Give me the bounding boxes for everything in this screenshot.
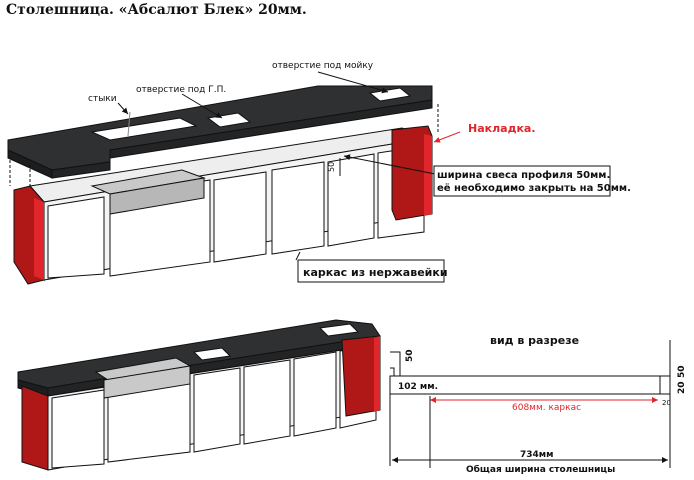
profile-note-line2: её необходимо закрыть на 50мм. bbox=[437, 182, 631, 194]
dim-frame: 608мм. каркас bbox=[512, 403, 581, 413]
frame-label-box: каркас из нержавейки bbox=[297, 259, 448, 283]
cooktop-hole-assembled bbox=[192, 347, 232, 361]
dim-102: 102 мм. bbox=[398, 382, 438, 392]
label-cooktop-hole: отверстие под Г.П. bbox=[136, 85, 226, 95]
section-view: вид в разрезе 50 102 мм. 608мм. каркас 2… bbox=[389, 334, 687, 475]
dim-50-right: 50 bbox=[677, 365, 687, 378]
dim-50-vertical: 50 bbox=[405, 349, 415, 362]
cutout-notch bbox=[90, 117, 198, 141]
profile-note-line1: ширина свеса профиля 50мм. bbox=[437, 169, 610, 181]
dim-20-right: 20 bbox=[677, 381, 687, 394]
overlay-left-assembled bbox=[21, 385, 49, 471]
label-joints: стыки bbox=[88, 94, 117, 104]
bottom-assembly bbox=[17, 319, 381, 471]
section-title: вид в разрезе bbox=[490, 334, 579, 347]
sink-hole bbox=[368, 87, 412, 102]
page-title: Столешница. «Абсалют Блек» 20мм. bbox=[6, 2, 307, 18]
dim-total: 734мм bbox=[520, 450, 554, 460]
total-caption: Общая ширина столешницы bbox=[466, 464, 615, 475]
joint-line bbox=[127, 111, 131, 137]
label-sink-hole: отверстие под мойку bbox=[272, 61, 374, 71]
profile-note: ширина свеса профиля 50мм. её необходимо… bbox=[433, 165, 631, 197]
top-assembly bbox=[7, 71, 461, 285]
label-profile-dim: 50 bbox=[327, 162, 336, 172]
sink-hole-assembled bbox=[318, 323, 360, 337]
label-frame: каркас из нержавейки bbox=[303, 266, 448, 279]
label-overlay: Накладка. bbox=[468, 122, 536, 135]
countertop-slab bbox=[7, 85, 433, 179]
dim-20-small: 20 bbox=[662, 399, 671, 407]
